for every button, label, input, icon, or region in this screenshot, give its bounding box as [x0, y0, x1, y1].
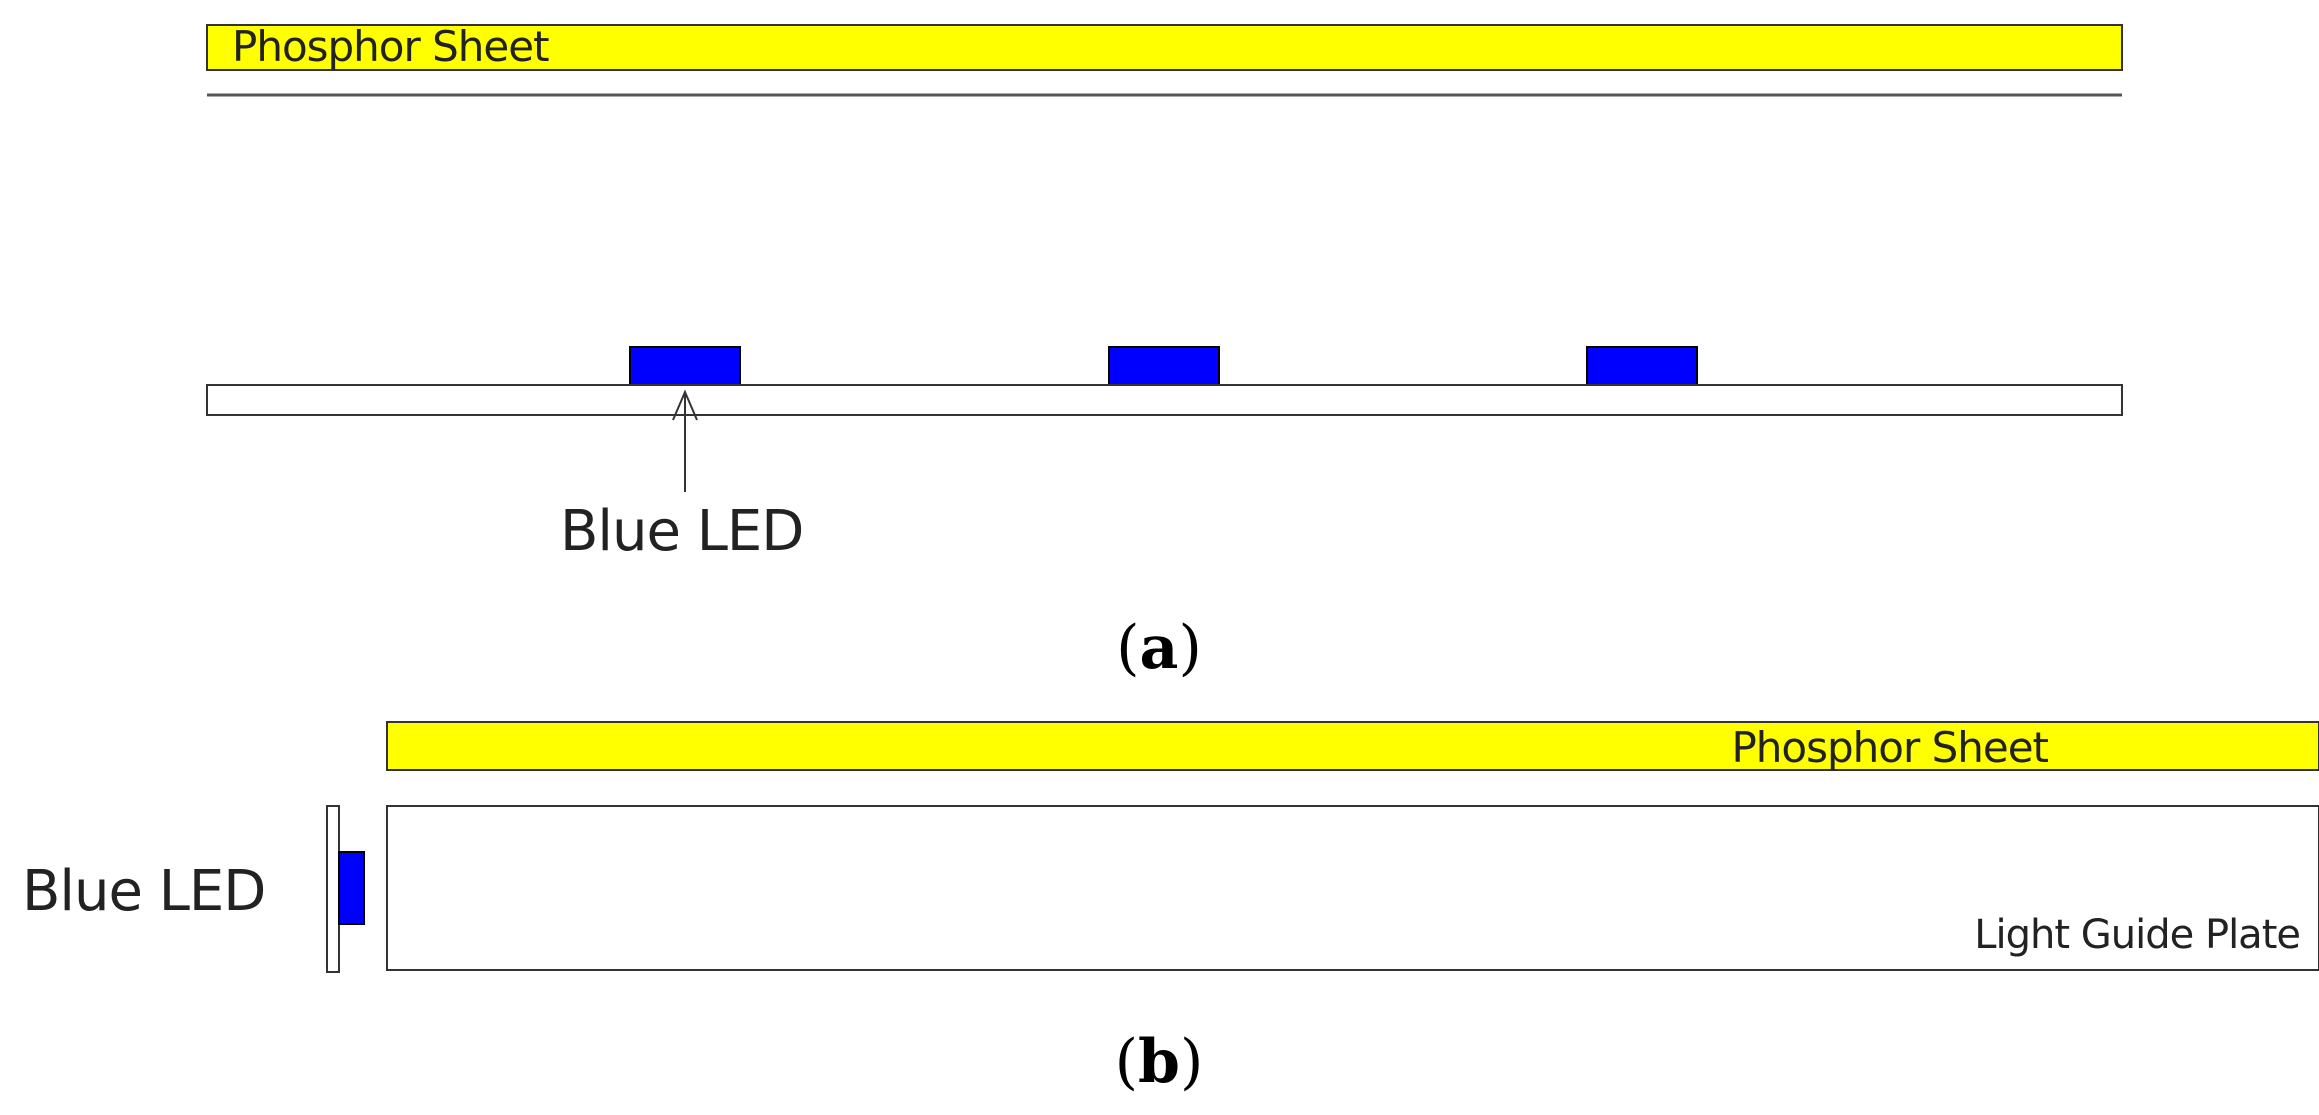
panel-b-caption-letter: b — [1138, 1027, 1180, 1097]
panel-b-phosphor-label: Phosphor Sheet — [1731, 723, 2048, 772]
panel-a-blue-led-3 — [1586, 346, 1698, 386]
panel-a-caption-letter: a — [1140, 613, 1179, 683]
panel-a-phosphor-sheet — [206, 24, 2123, 71]
panel-b-led-board — [326, 805, 340, 973]
panel-b-caption: (b) — [1115, 1027, 1204, 1097]
panel-b-blue-led — [338, 851, 365, 925]
panel-a-caption: (a) — [1116, 613, 1202, 683]
panel-b-phosphor-sheet — [386, 721, 2319, 771]
panel-b-led-label: Blue LED — [22, 859, 265, 924]
panel-b: Phosphor Sheet Light Guide Plate Blue LE… — [22, 721, 2319, 1097]
panel-a: Phosphor Sheet Blue LED (a) — [206, 22, 2123, 683]
panel-a-led-label: Blue LED — [560, 499, 803, 564]
panel-b-plate-label: Light Guide Plate — [1974, 912, 2300, 958]
panel-a-phosphor-label: Phosphor Sheet — [232, 22, 549, 71]
panel-a-blue-led-2 — [1108, 346, 1220, 386]
panel-b-light-guide-plate — [386, 805, 2319, 971]
panel-a-arrow-head — [672, 389, 698, 421]
panel-a-circuit-board — [206, 384, 2123, 416]
panel-a-blue-led-1 — [629, 346, 741, 386]
